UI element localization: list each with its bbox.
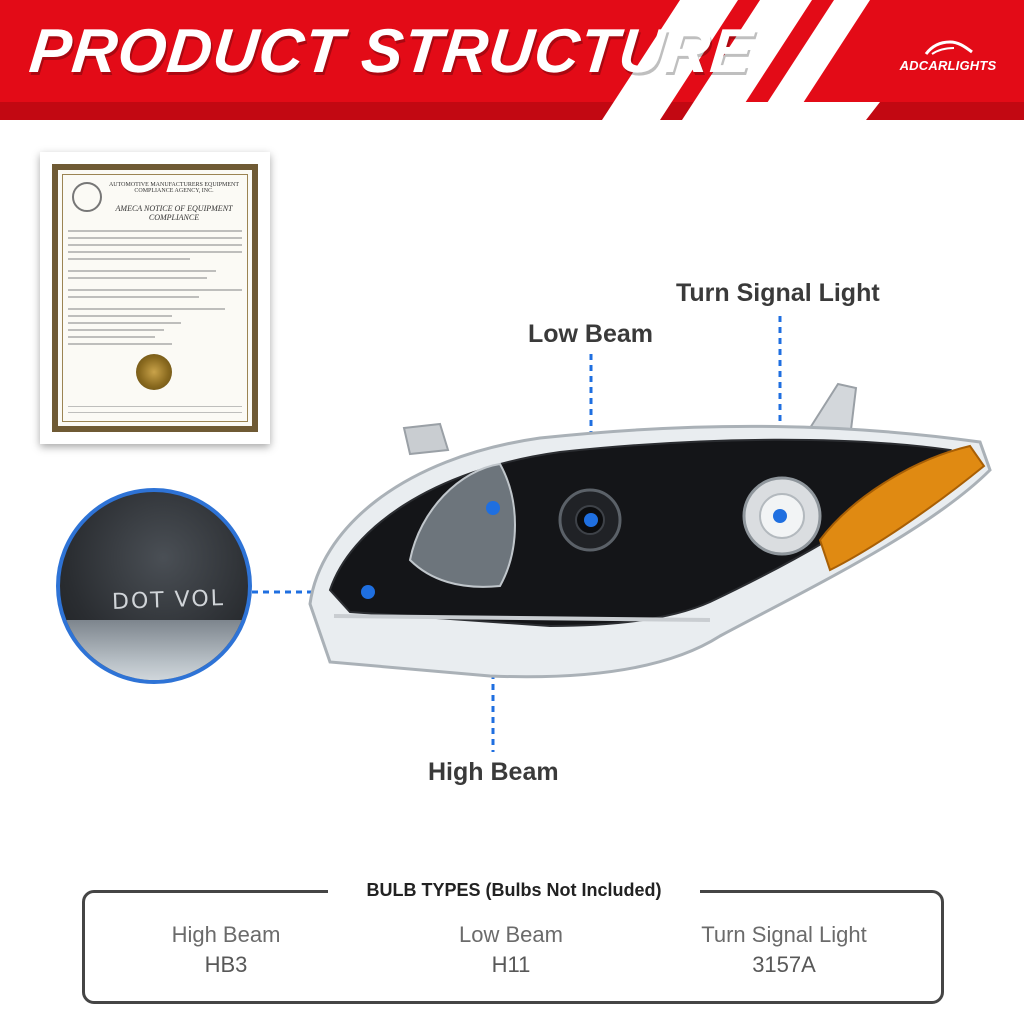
bulb-high-beam: High Beam HB3 (96, 920, 356, 980)
car-logo-icon (924, 40, 973, 55)
amber-side-marker (818, 444, 986, 572)
lens-edge (60, 620, 248, 680)
dot-marking-zoom: DOT VOL (56, 488, 252, 684)
high-beam-point (486, 501, 500, 515)
bulb-type: H11 (491, 952, 531, 977)
chrome-trim (333, 614, 711, 622)
certificate-body-text (68, 230, 242, 350)
mounting-bracket (402, 422, 450, 456)
banner-background (0, 0, 1024, 120)
bulb-turn-signal: Turn Signal Light 3157A (654, 920, 914, 980)
certificate-subheading: AMECA NOTICE OF EQUIPMENT COMPLIANCE (115, 204, 233, 222)
bulb-name: Turn Signal Light (701, 922, 867, 947)
header-banner: PRODUCT STRUCTURE ADCARLIGHTS (0, 0, 1024, 120)
high-beam-reflector (408, 462, 516, 588)
brand-logo: ADCARLIGHTS (884, 38, 1012, 78)
bulb-type: 3157A (752, 952, 816, 977)
low-beam-label: Low Beam (528, 320, 654, 348)
dot-marking-point (361, 585, 375, 599)
certificate-heading: AUTOMOTIVE MANUFACTURERS EQUIPMENT COMPL… (108, 182, 240, 194)
brand-name: ADCARLIGHTS (899, 58, 997, 73)
headlight-assembly (308, 382, 992, 679)
certificate-frame: AUTOMOTIVE MANUFACTURERS EQUIPMENT COMPL… (52, 164, 258, 432)
low-beam-point (584, 513, 598, 527)
bulb-name: High Beam (171, 922, 281, 947)
bulb-type: HB3 (204, 952, 248, 977)
gold-seal-icon (136, 354, 172, 390)
high-beam-label: High Beam (428, 758, 559, 786)
bulb-low-beam: Low Beam H11 (381, 920, 641, 980)
bulb-name: Low Beam (459, 922, 563, 947)
ameca-emblem-icon (72, 182, 102, 212)
turn-signal-point (773, 509, 787, 523)
turn-signal-label: Turn Signal Light (676, 279, 880, 307)
bulb-types-title: BULB TYPES (Bulbs Not Included) (328, 878, 700, 902)
certificate-footer-text (68, 406, 242, 418)
compliance-certificate: AUTOMOTIVE MANUFACTURERS EQUIPMENT COMPL… (40, 152, 270, 444)
